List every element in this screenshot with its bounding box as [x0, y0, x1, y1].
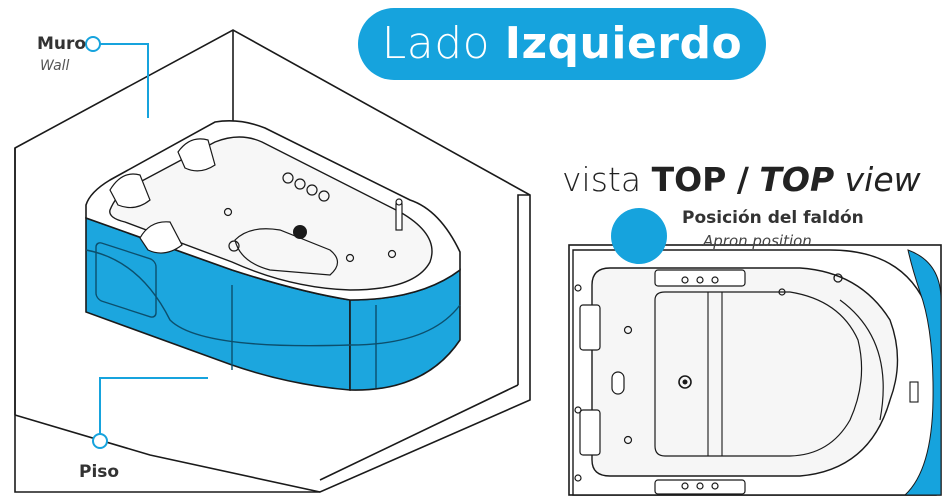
title-pill: Lado Izquierdo: [358, 8, 766, 80]
apron-panel: [95, 242, 157, 318]
tub-basin: [109, 136, 433, 291]
top-headrest-4: [579, 409, 601, 456]
apron-title: Posición del faldón: [682, 208, 864, 228]
title-light: Lado: [381, 18, 491, 69]
bathtub-iso: [85, 120, 461, 391]
headrest-1: [109, 173, 151, 209]
floor-label: Piso: [79, 462, 120, 482]
room-floor-right: [319, 384, 519, 481]
top-view-bold1: TOP: [651, 160, 727, 199]
room-box: [14, 29, 531, 493]
wall-label: Muro: [37, 34, 87, 54]
top-view: [568, 244, 942, 496]
floor-callout: [92, 377, 208, 449]
top-view-prefix: vista: [562, 160, 642, 199]
wall-callout: [85, 36, 149, 118]
top-inner-seat: [654, 291, 863, 457]
headrest-3: [139, 221, 183, 254]
top-view-slash: /: [736, 160, 749, 199]
top-apron: [903, 249, 942, 496]
headrest-2: [177, 138, 216, 172]
apron-wave: [85, 249, 461, 347]
top-basin: [591, 267, 899, 477]
tub-seat: [234, 228, 339, 276]
apron-subtitle: Apron position: [703, 232, 812, 250]
top-view-bold2: TOP: [759, 160, 835, 199]
room-right-edge: [517, 194, 530, 385]
wall-sublabel: Wall: [40, 58, 70, 74]
jet-center: [293, 225, 307, 239]
apron-legend-dot: [611, 208, 667, 264]
top-headrest-3: [579, 304, 601, 351]
top-view-suffix: view: [844, 160, 921, 199]
faucet: [395, 203, 403, 231]
room-floor-line: [14, 414, 321, 493]
title-bold: Izquierdo: [504, 18, 743, 69]
top-view-title: vista TOP / TOP view: [562, 160, 921, 199]
